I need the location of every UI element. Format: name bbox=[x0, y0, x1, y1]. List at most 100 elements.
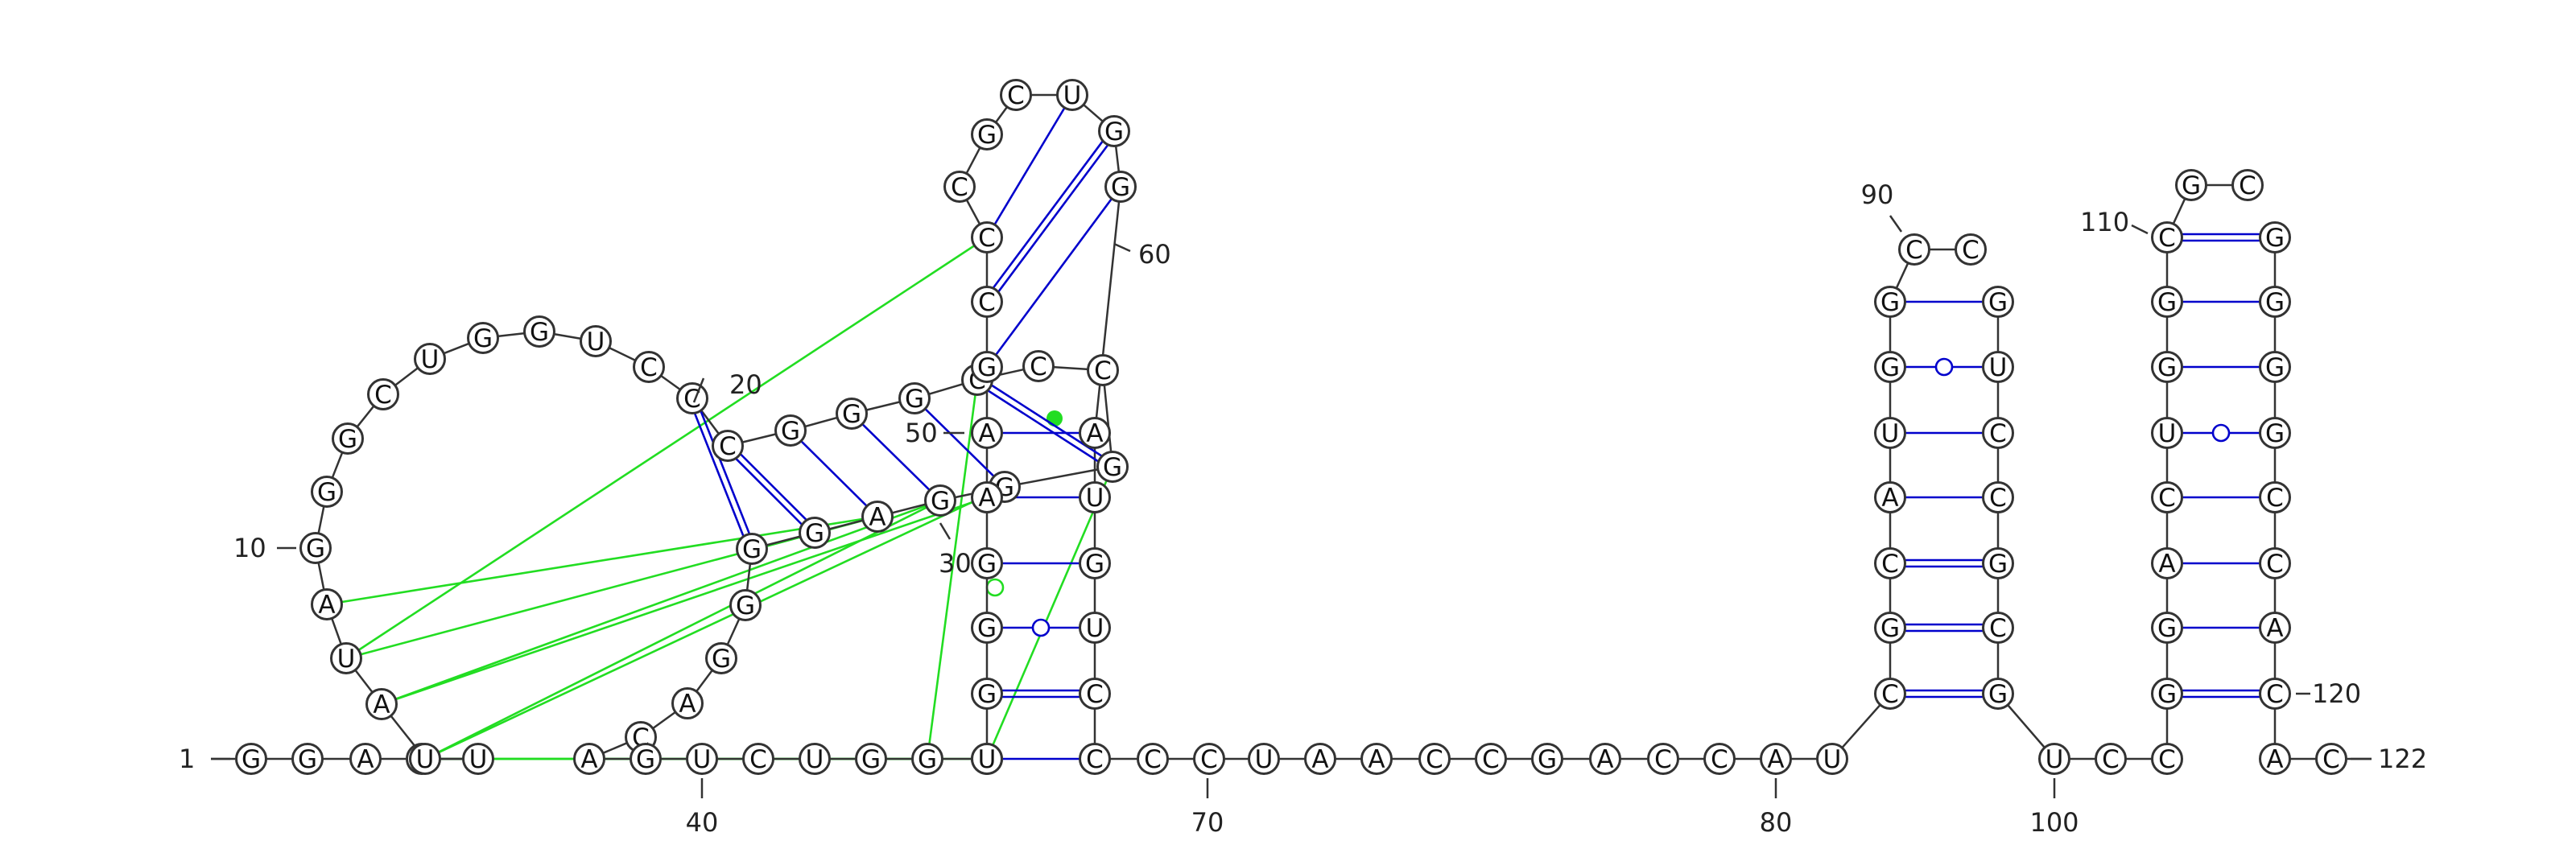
position-tick-60 bbox=[1113, 242, 1131, 253]
backbone-29-30 bbox=[891, 503, 927, 514]
tertiary-interaction-7-49 bbox=[381, 496, 988, 706]
base-pair-52-58-line-b bbox=[992, 140, 1104, 289]
backbone-12-13 bbox=[356, 405, 375, 428]
base-pair-21-30 bbox=[800, 440, 868, 507]
position-label-30: 30 bbox=[939, 522, 972, 579]
nucleotide-11-base: G bbox=[317, 478, 336, 507]
nucleotide-90-base: G bbox=[1988, 288, 2008, 317]
nucleotide-38: G bbox=[630, 743, 662, 775]
tertiary-interaction-9-30 bbox=[326, 515, 878, 606]
nucleotide-116-circle bbox=[2259, 481, 2291, 513]
nucleotide-104-circle bbox=[2151, 417, 2183, 449]
position-number-110: 110 bbox=[2080, 207, 2129, 237]
backbone-53-54 bbox=[965, 199, 981, 225]
nucleotide-98-base: C bbox=[2102, 745, 2120, 774]
nucleotide-22-circle bbox=[836, 398, 868, 430]
nucleotide-77-circle bbox=[1760, 743, 1792, 775]
nucleotide-120: A bbox=[2259, 743, 2291, 775]
nucleotide-19-circle bbox=[676, 382, 708, 414]
nucleotide-21-base: G bbox=[781, 417, 800, 446]
nucleotide-112-circle bbox=[2259, 221, 2291, 253]
nucleotide-92-circle bbox=[1982, 417, 2014, 449]
nucleotide-52-base: C bbox=[978, 288, 996, 317]
base-pair-24-27-line-a bbox=[987, 389, 1099, 463]
nucleotide-69-circle bbox=[1304, 743, 1336, 775]
backbone-15-16 bbox=[497, 332, 525, 338]
nucleotide-100: G bbox=[2151, 678, 2183, 710]
backbone bbox=[211, 93, 2372, 760]
nucleotide-115-circle bbox=[2259, 417, 2291, 449]
base-pair-47-63-wobble-marker bbox=[1031, 618, 1051, 637]
nucleotide-91-circle bbox=[1982, 351, 2014, 383]
nucleotide-75-circle bbox=[1647, 743, 1679, 775]
nucleotide-78-base: U bbox=[1823, 745, 1842, 774]
nucleotide-34-circle bbox=[705, 642, 737, 674]
nucleotide-5-circle bbox=[462, 743, 494, 775]
nucleotide-14-base: U bbox=[421, 345, 440, 374]
nucleotide-108-base: G bbox=[2182, 171, 2201, 200]
nucleotide-99: C bbox=[2151, 743, 2183, 775]
nucleotide-58-base: G bbox=[1104, 117, 1124, 146]
base-pair-84-91-wobble-marker bbox=[1934, 357, 1954, 377]
backbone-55-56 bbox=[994, 106, 1009, 123]
nucleotide-86: C bbox=[1898, 233, 1930, 266]
backbone-16-17 bbox=[554, 332, 581, 340]
backbone-78-79 bbox=[1841, 703, 1881, 749]
nucleotide-67-base: C bbox=[1200, 745, 1218, 774]
nucleotide-55: G bbox=[971, 118, 1003, 150]
base-pair-19-32-line-a bbox=[693, 413, 745, 537]
nucleotide-87-circle bbox=[1955, 233, 1987, 266]
nucleotide-97-circle bbox=[2038, 743, 2070, 775]
position-label-120: 120 bbox=[2296, 678, 2361, 709]
nucleotide-27-circle bbox=[1096, 451, 1129, 483]
base-pair-46-64 bbox=[1001, 689, 1080, 699]
nucleotide-43-circle bbox=[911, 743, 943, 775]
nucleotide-65-base: C bbox=[1086, 745, 1104, 774]
nucleotide-66-base: C bbox=[1144, 745, 1162, 774]
nucleotide-21-circle bbox=[774, 414, 807, 447]
nucleotide-46-circle bbox=[971, 678, 1003, 710]
nucleotide-65-circle bbox=[1079, 743, 1111, 775]
position-label-100: 100 bbox=[2029, 778, 2079, 838]
nucleotide-29-circle bbox=[924, 484, 956, 517]
nucleotide-103-circle bbox=[2151, 481, 2183, 513]
nucleotide-86-base: C bbox=[1905, 236, 1923, 265]
nucleotide-118-circle bbox=[2259, 612, 2291, 644]
nucleotide-76-base: C bbox=[1711, 745, 1728, 774]
nucleotide-96-circle bbox=[1982, 678, 2014, 710]
nucleotide-65: C bbox=[1079, 743, 1111, 775]
position-label-90: 90 bbox=[1861, 179, 1903, 233]
nucleotide-105-circle bbox=[2151, 351, 2183, 383]
nucleotide-26: C bbox=[1087, 354, 1119, 386]
nucleotide-103-base: C bbox=[2158, 484, 2176, 513]
nucleotide-16: G bbox=[523, 315, 555, 348]
nucleotide-30: A bbox=[861, 501, 894, 533]
nucleotide-12: G bbox=[332, 422, 364, 455]
nucleotide-1-circle bbox=[235, 743, 267, 775]
nucleotide-90: G bbox=[1982, 286, 2014, 318]
backbone-14-15 bbox=[443, 342, 470, 355]
nucleotide-8-base: U bbox=[337, 645, 356, 674]
nucleotide-77: A bbox=[1760, 743, 1792, 775]
nucleotide-94: G bbox=[1982, 547, 2014, 579]
base-pair-104-115 bbox=[2182, 423, 2260, 443]
nucleotide-41-circle bbox=[799, 743, 831, 775]
nucleotide-32-base: G bbox=[742, 535, 762, 564]
nucleotide-27: G bbox=[1096, 451, 1129, 483]
nucleotide-114-base: G bbox=[2265, 353, 2285, 382]
nucleotide-80-base: G bbox=[1880, 614, 1900, 643]
nucleotide-7-circle bbox=[365, 688, 398, 720]
backbone-58-59 bbox=[1114, 146, 1121, 172]
nucleotide-41-base: U bbox=[806, 745, 824, 774]
nucleotide-70-circle bbox=[1360, 743, 1393, 775]
backbone-17-18 bbox=[609, 346, 636, 362]
backbone-11-12 bbox=[331, 451, 344, 479]
nucleotide-77-base: A bbox=[1767, 745, 1784, 774]
nucleotide-93: C bbox=[1982, 481, 2014, 513]
position-number-70: 70 bbox=[1191, 807, 1224, 838]
nucleotide-59-base: G bbox=[1111, 173, 1130, 202]
nucleotide-48-base: G bbox=[977, 550, 997, 579]
nucleotide-73-circle bbox=[1531, 743, 1563, 775]
nucleotide-73: G bbox=[1531, 743, 1563, 775]
